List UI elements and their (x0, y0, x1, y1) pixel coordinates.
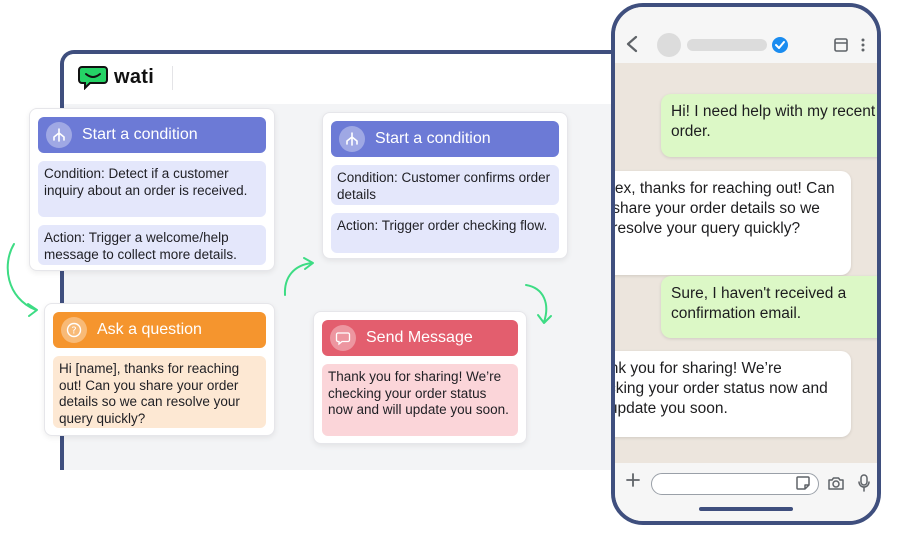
chat-message-incoming: Hi Alex, thanks for reaching out! Can yo… (615, 171, 851, 275)
card-title: Start a condition (82, 126, 198, 143)
condition-text: Condition: Detect if a customer inquiry … (38, 161, 266, 217)
message-icon (330, 325, 356, 351)
card-header: Send Message (322, 320, 518, 356)
header-divider (172, 66, 173, 90)
chat-header (615, 7, 877, 63)
card-header: Start a condition (331, 121, 559, 157)
phone-chat-preview: Hi! I need help with my recent order. Hi… (611, 3, 881, 525)
action-text: Action: Trigger order checking flow. (331, 213, 559, 253)
condition-text: Condition: Customer confirms order detai… (331, 165, 559, 205)
store-icon[interactable] (833, 37, 849, 53)
card-title: Start a condition (375, 130, 491, 147)
plus-icon[interactable] (625, 472, 641, 488)
camera-icon[interactable] (827, 475, 845, 491)
start-condition-card-1[interactable]: Start a condition Condition: Detect if a… (29, 108, 275, 271)
back-icon[interactable] (625, 35, 639, 53)
card-title: Ask a question (97, 321, 202, 338)
question-text: Hi [name], thanks for reaching out! Can … (53, 356, 266, 428)
start-condition-card-2[interactable]: Start a condition Condition: Customer co… (322, 112, 568, 259)
chat-message-outgoing: Hi! I need help with my recent order. (661, 94, 877, 157)
chat-message-outgoing: Sure, I haven't received a confirmation … (661, 276, 877, 338)
ask-question-card[interactable]: ? Ask a question Hi [name], thanks for r… (44, 303, 275, 436)
send-message-card[interactable]: Send Message Thank you for sharing! We’r… (313, 311, 527, 444)
card-header: Start a condition (38, 117, 266, 153)
verified-icon (772, 37, 788, 53)
flow-arrow-3 (525, 284, 552, 324)
more-icon[interactable] (860, 37, 866, 53)
flow-arrow-1 (6, 243, 38, 317)
chat-message-incoming: Thank you for sharing! We’re checking yo… (615, 351, 851, 437)
card-title: Send Message (366, 329, 473, 346)
flow-arrow-2 (283, 257, 314, 296)
wati-logo-icon (78, 66, 108, 90)
home-indicator (699, 507, 793, 511)
mic-icon[interactable] (857, 473, 871, 493)
question-icon: ? (61, 317, 87, 343)
action-text: Action: Trigger a welcome/help message t… (38, 225, 266, 265)
builder-header: wati (64, 54, 640, 104)
contact-name-placeholder (687, 39, 767, 51)
svg-text:?: ? (71, 326, 76, 337)
message-text: Thank you for sharing! We’re checking yo… (322, 364, 518, 436)
brand-name: wati (114, 65, 155, 88)
avatar[interactable] (657, 33, 681, 57)
message-input[interactable] (651, 473, 819, 495)
wati-logo[interactable]: wati (78, 64, 154, 90)
card-header: ? Ask a question (53, 312, 266, 348)
chat-input-bar (615, 463, 877, 521)
sticker-icon[interactable] (795, 475, 811, 491)
condition-icon (339, 126, 365, 152)
condition-icon (46, 122, 72, 148)
